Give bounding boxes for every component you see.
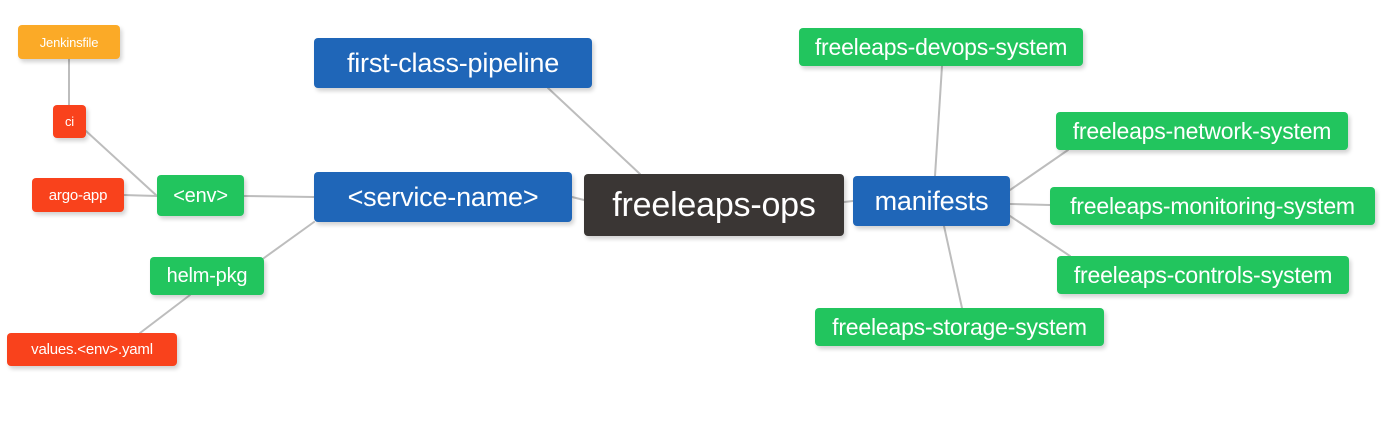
node-label-freeleaps-controls-system: freeleaps-controls-system: [1073, 261, 1333, 288]
node-label-freeleaps-monitoring-system: freeleaps-monitoring-system: [1070, 192, 1355, 219]
node-label-manifests: manifests: [874, 185, 989, 216]
node-label-freeleaps-ops: freeleaps-ops: [612, 186, 816, 224]
mindmap-node-helm-pkg[interactable]: helm-pkg: [150, 257, 264, 295]
mindmap-node-env[interactable]: <env>: [157, 175, 244, 216]
edge-service-name-to-helm-pkg: [263, 221, 315, 259]
edge-env-to-service-name: [243, 195, 315, 198]
edge-argo-app-to-env: [123, 194, 158, 197]
mindmap-node-values-env-yaml[interactable]: values.<env>.yaml: [7, 333, 177, 366]
edge-manifests-to-freeleaps-devops-system: [934, 65, 943, 177]
mindmap-node-argo-app[interactable]: argo-app: [32, 178, 124, 212]
edge-helm-pkg-to-values-env-yaml: [139, 294, 191, 334]
node-label-first-class-pipeline: first-class-pipeline: [346, 47, 560, 78]
mindmap-node-jenkinsfile[interactable]: Jenkinsfile: [18, 25, 120, 59]
node-label-ci: ci: [65, 114, 74, 129]
node-label-values-env-yaml: values.<env>.yaml: [31, 341, 153, 358]
node-label-env: <env>: [173, 184, 228, 207]
node-label-jenkinsfile: Jenkinsfile: [39, 34, 99, 50]
mindmap-node-freeleaps-devops-system[interactable]: freeleaps-devops-system: [799, 28, 1083, 66]
mindmap-node-freeleaps-network-system[interactable]: freeleaps-network-system: [1056, 112, 1348, 150]
mindmap-node-freeleaps-monitoring-system[interactable]: freeleaps-monitoring-system: [1050, 187, 1375, 225]
node-label-freeleaps-devops-system: freeleaps-devops-system: [814, 33, 1068, 60]
node-label-freeleaps-storage-system: freeleaps-storage-system: [832, 313, 1087, 340]
mindmap-node-first-class-pipeline[interactable]: first-class-pipeline: [314, 38, 592, 88]
edge-manifests-to-freeleaps-monitoring-system: [1009, 203, 1051, 206]
mindmap-node-manifests[interactable]: manifests: [853, 176, 1010, 226]
mindmap-node-freeleaps-storage-system[interactable]: freeleaps-storage-system: [815, 308, 1104, 346]
node-label-freeleaps-network-system: freeleaps-network-system: [1072, 117, 1332, 144]
node-label-helm-pkg: helm-pkg: [166, 265, 248, 287]
edge-manifests-to-freeleaps-storage-system: [943, 225, 963, 309]
edge-first-class-pipeline-to-freeleaps-ops: [547, 87, 641, 175]
mindmap-node-freeleaps-ops[interactable]: freeleaps-ops: [584, 174, 844, 236]
edge-service-name-to-freeleaps-ops: [571, 196, 585, 201]
mindmap-node-ci[interactable]: ci: [53, 105, 86, 138]
mindmap-node-freeleaps-controls-system[interactable]: freeleaps-controls-system: [1057, 256, 1349, 294]
node-label-argo-app: argo-app: [48, 186, 108, 204]
edge-manifests-to-freeleaps-network-system: [1009, 149, 1069, 191]
mindmap-node-service-name[interactable]: <service-name>: [314, 172, 572, 222]
node-label-service-name: <service-name>: [347, 181, 539, 212]
edge-freeleaps-ops-to-manifests: [843, 200, 854, 203]
